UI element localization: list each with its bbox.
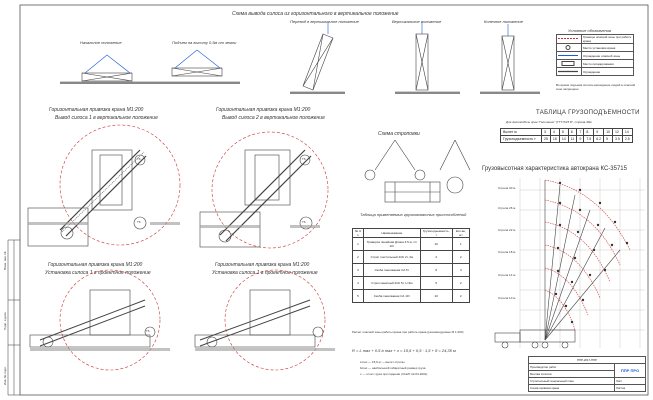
plan-title-2: Горизонтальная привязка крана M1:200 bbox=[216, 107, 311, 113]
position-title-4: Вертикальное положение bbox=[392, 19, 442, 24]
table-cell: 2 bbox=[451, 250, 471, 264]
title-block-logo: ППР ПРО bbox=[614, 363, 646, 378]
loads-title: ТАБЛИЦА ГРУЗОПОДЪЕМНОСТИ bbox=[536, 110, 640, 116]
loads-table: Вылет м 3 4 5 6 7 8 9 10 12 14 Грузоподъ… bbox=[500, 128, 633, 143]
legend-table: Границы опасной зоны при работе крана Ме… bbox=[556, 34, 634, 76]
legend-crane-icon bbox=[565, 44, 571, 50]
legend-storage-icon bbox=[561, 60, 575, 66]
position-title-2: Подъем на высоту 0,5м от земли bbox=[172, 40, 237, 45]
table-cell: 18 bbox=[549, 135, 560, 143]
title-block-text: Производство работ bbox=[528, 363, 615, 371]
marker-t6-4: T6 bbox=[302, 220, 306, 224]
boom-label-1: Стрела 30 м bbox=[498, 186, 516, 190]
table-cell: 2 bbox=[451, 289, 471, 303]
legend-row: Ограждение bbox=[556, 67, 634, 76]
formula-note-1: Lmax — 15,6 м — вылет стрелы bbox=[360, 360, 405, 364]
devices-title: Таблица применяемых грузозахватных присп… bbox=[360, 212, 467, 217]
loads-subtitle: Для Автомобиль кран "Галичанин" (ГТТ-5/2… bbox=[506, 120, 592, 124]
boom-label-4: Стрела 18 м bbox=[498, 250, 516, 254]
legend-note: Во время подъема силоса нахождение людей… bbox=[556, 83, 636, 91]
title-block-row: Строительный генеральный план Лист bbox=[528, 377, 646, 385]
title-block-sheets: Листов bbox=[614, 384, 646, 392]
title-block-text: Строительный генеральный план bbox=[528, 377, 615, 385]
table-cell: 4 bbox=[451, 263, 471, 277]
title-block-text: Монтаж силосов bbox=[528, 370, 615, 378]
plan-sub-1: Вывод силоса 1 в вертикальное положение bbox=[55, 115, 158, 121]
marker-t6-2: T6 bbox=[137, 220, 141, 224]
boom-label-6: Стрела 10 м bbox=[498, 296, 516, 300]
table-cell: 25 bbox=[541, 135, 551, 143]
position-title-5: Конечное положение bbox=[484, 19, 523, 24]
formula-expression: R = L max + 0.5 b max + х = 15,6 + 0,5 ·… bbox=[352, 348, 456, 353]
table-row: 5 Скоба такелажная СА 10т 10 2 bbox=[352, 289, 471, 303]
boom-label-2: Стрела 26 м bbox=[498, 206, 516, 210]
boom-label-3: Стрела 22 м bbox=[498, 228, 516, 232]
title-block-code: ППР-2017-ППР bbox=[528, 356, 646, 364]
plan-sub-3: Установка силоса 1 в проектное положение bbox=[45, 270, 151, 276]
legend-title: Условные обозначения bbox=[568, 28, 612, 33]
table-cell: 14 bbox=[558, 135, 569, 143]
plan-title-1: Горизонтальная привязка крана M1:200 bbox=[49, 107, 144, 113]
plan-sub-2: Вывод силоса 2 в вертикальное положение bbox=[222, 115, 325, 121]
position-title-3: Перевод в вертикальное положение bbox=[290, 19, 359, 24]
marker-t6-1: T6 bbox=[137, 157, 141, 161]
legend-fence-icon bbox=[558, 54, 578, 56]
formula-heading: Расчет опасной зоны работы крана при раб… bbox=[352, 330, 464, 334]
marker-t6-3: T6 bbox=[302, 157, 306, 161]
plan-title-4: Горизонтальная привязка крана M1:200 bbox=[215, 262, 310, 268]
plan-title-3: Горизонтальная привязка крана M1:200 bbox=[48, 262, 143, 268]
main-title: Схема вывода силоса из горизонтального в… bbox=[232, 11, 399, 17]
title-block-text: Схема привязки крана bbox=[528, 384, 615, 392]
title-block-row: Схема привязки крана Листов bbox=[528, 384, 646, 392]
crane-chart-title: Грузовысотная характеристика автокрана К… bbox=[482, 166, 627, 172]
position-title-1: Начальное положение bbox=[80, 40, 122, 45]
legend-danger-zone-icon bbox=[558, 38, 578, 39]
table-row: 1 Траверса линейная Длина 3.5 м, г/п 10т… bbox=[352, 237, 471, 251]
table-cell: 2.5 bbox=[621, 135, 633, 143]
table-cell: Грузоподъемность т bbox=[500, 135, 542, 143]
title-block-row: ППР-2017-ППР bbox=[528, 356, 646, 364]
boom-label-5: Стрела 14 м bbox=[498, 273, 516, 277]
title-block: ППР-2017-ППР Производство работ ППР ПРО … bbox=[528, 356, 646, 392]
legend-barrier-icon bbox=[558, 70, 578, 72]
table-cell: 5 bbox=[603, 135, 613, 143]
table-cell: Скоба такелажная СА 10т bbox=[362, 289, 421, 303]
legend-label: Ограждение bbox=[581, 67, 634, 76]
sling-scheme-title: Схема строповки bbox=[378, 131, 420, 137]
formula-note-3: х — отлет груза при падении (СНиП 12-03-… bbox=[360, 372, 428, 376]
devices-table: № п/п Наименование Грузоподъемность, т К… bbox=[352, 228, 471, 303]
plan-sub-4: Установка силоса 1 в проектное положение bbox=[212, 270, 318, 276]
table-cell: 9 bbox=[576, 135, 585, 143]
formula-note-2: bmax — наибольший габаритный размер груз… bbox=[360, 366, 426, 370]
table-row: Грузоподъемность т 25 18 14 11 9 7.5 6.2… bbox=[500, 135, 633, 143]
title-block-sheet: Лист bbox=[614, 377, 646, 385]
marker-t6-5: T6 bbox=[146, 329, 150, 333]
title-block-row: Производство работ ППР ПРО bbox=[528, 363, 646, 378]
